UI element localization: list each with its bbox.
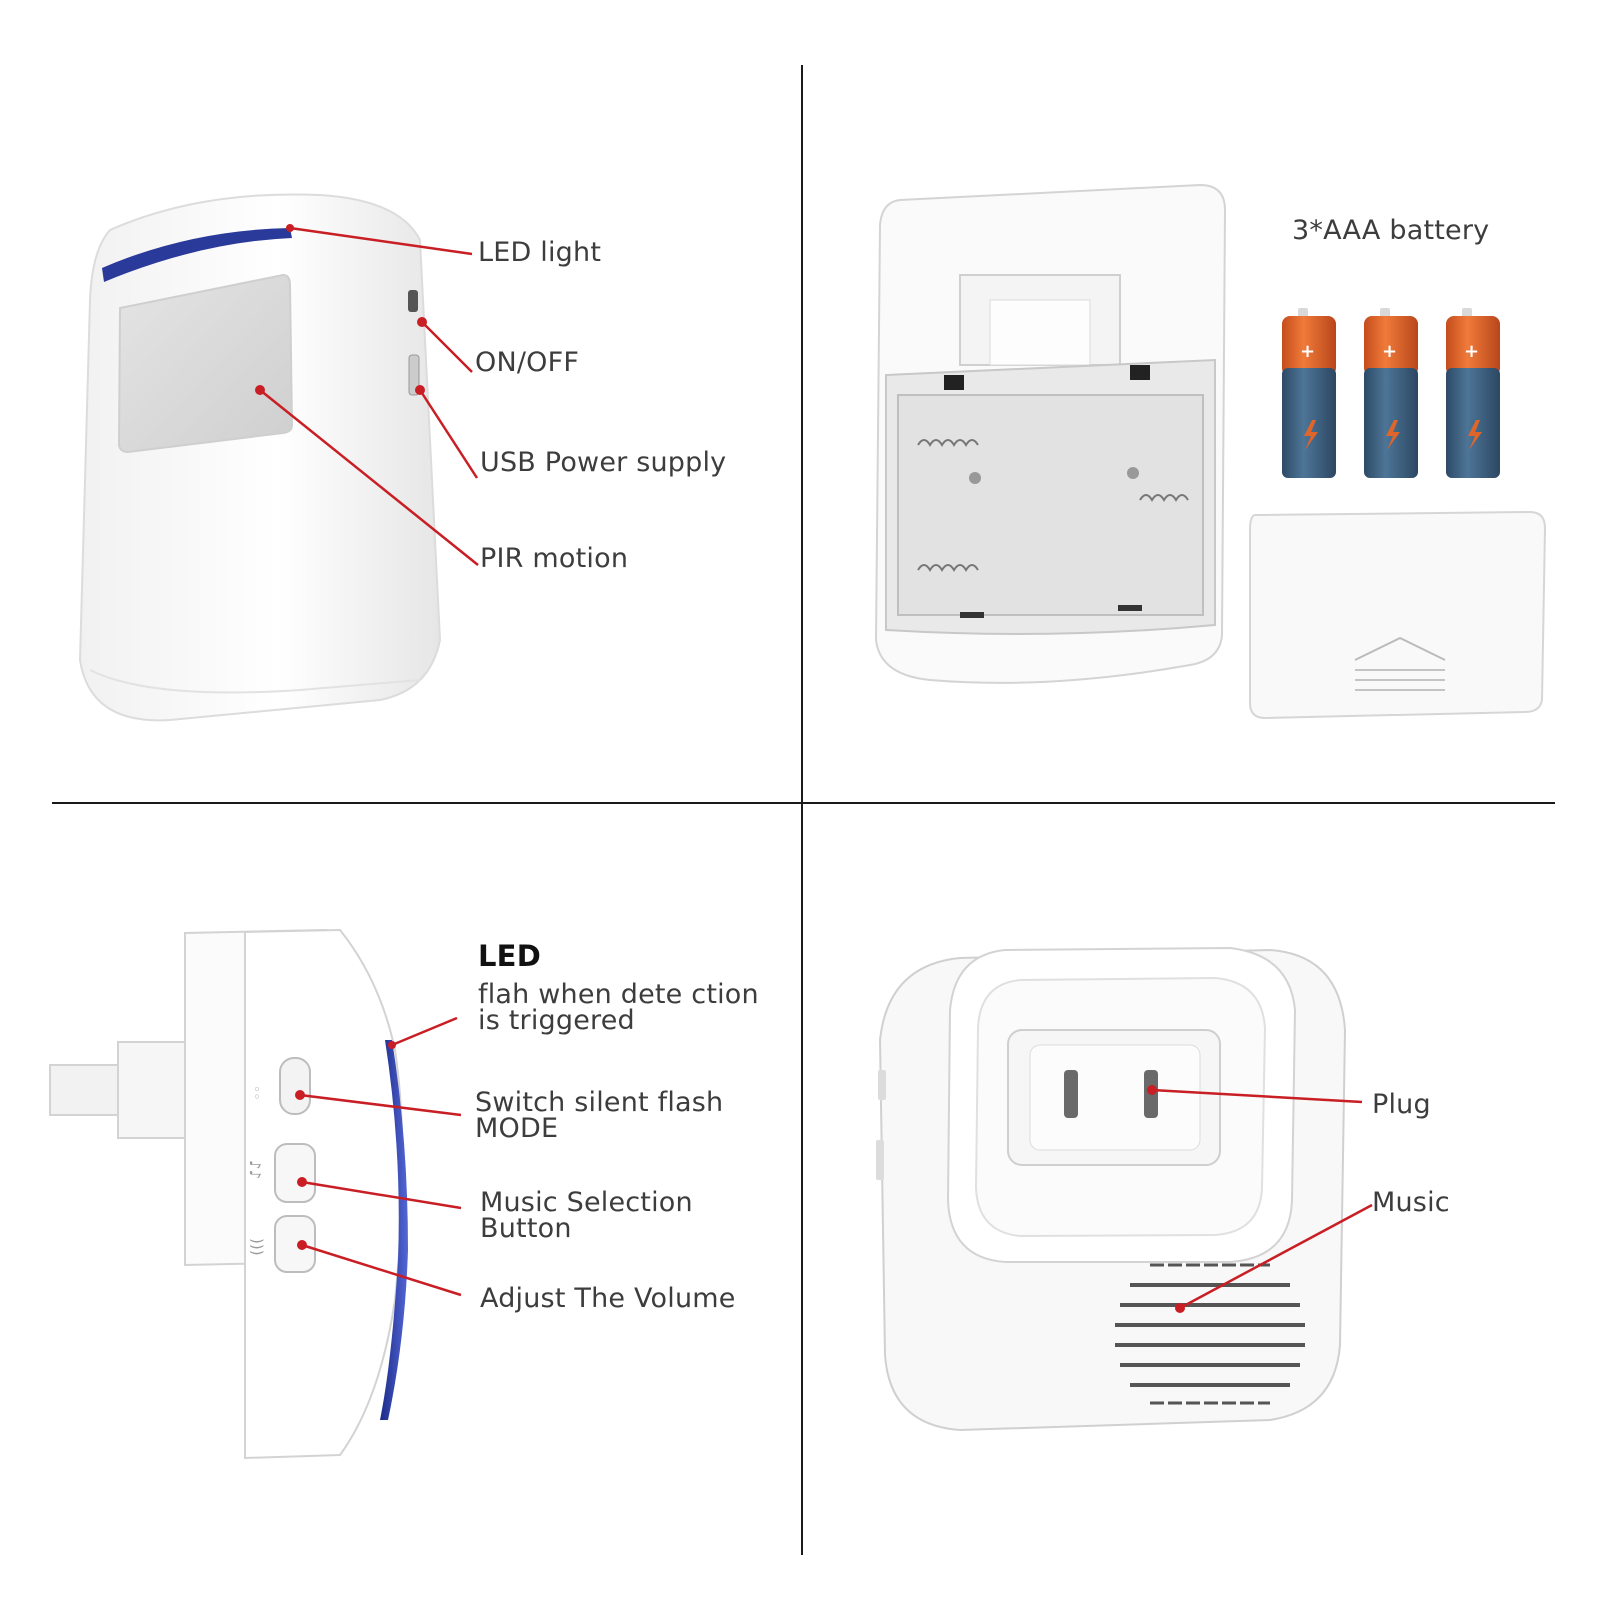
- aaa-battery-icon: +: [1364, 308, 1418, 478]
- label-adjust-volume: Adjust The Volume: [480, 1283, 736, 1314]
- plug-prong: [1064, 1070, 1078, 1118]
- aaa-battery-icon: +: [1446, 308, 1500, 478]
- label-usb-power: USB Power supply: [480, 447, 727, 478]
- label-led-title: LED: [478, 939, 541, 973]
- svg-text:+: +: [1300, 341, 1315, 362]
- lightning-bolt-icon: [1304, 420, 1318, 450]
- speaker-grille: [1115, 1263, 1305, 1405]
- label-plug: Plug: [1372, 1089, 1431, 1120]
- label-led-light: LED light: [478, 237, 602, 268]
- label-led-desc-2: is triggered: [478, 1005, 635, 1036]
- receiver-back: [876, 946, 1347, 1432]
- svg-text:◦◦: ◦◦: [248, 1085, 263, 1100]
- lightning-bolt-icon: [1386, 420, 1400, 450]
- label-music-selection-1: Music Selection: [480, 1187, 693, 1218]
- lightning-bolt-icon: [1468, 420, 1482, 450]
- label-pir-motion: PIR motion: [480, 543, 629, 574]
- label-battery: 3*AAA battery: [1292, 215, 1490, 246]
- receiver-side: ◦◦ ♪♪ ))): [49, 928, 408, 1460]
- battery-box: [874, 183, 1227, 684]
- label-on-off: ON/OFF: [475, 347, 580, 378]
- callout-dots: [255, 224, 1185, 1313]
- svg-text:))): ))): [248, 1238, 266, 1256]
- label-music-selection-2: Button: [480, 1213, 572, 1244]
- label-switch-2: MODE: [475, 1113, 559, 1144]
- svg-text:♪♪: ♪♪: [246, 1160, 264, 1179]
- svg-text:+: +: [1382, 341, 1397, 362]
- aaa-battery-icon: +: [1282, 308, 1336, 478]
- label-led-desc-1: flah when dete ction: [478, 979, 759, 1010]
- svg-text:+: +: [1464, 341, 1479, 362]
- label-music: Music: [1372, 1187, 1450, 1218]
- label-switch-1: Switch silent flash: [475, 1087, 724, 1118]
- battery-cover: [1249, 510, 1547, 720]
- pir-sensor: [78, 193, 442, 722]
- callout-lines: [259, 226, 1373, 1310]
